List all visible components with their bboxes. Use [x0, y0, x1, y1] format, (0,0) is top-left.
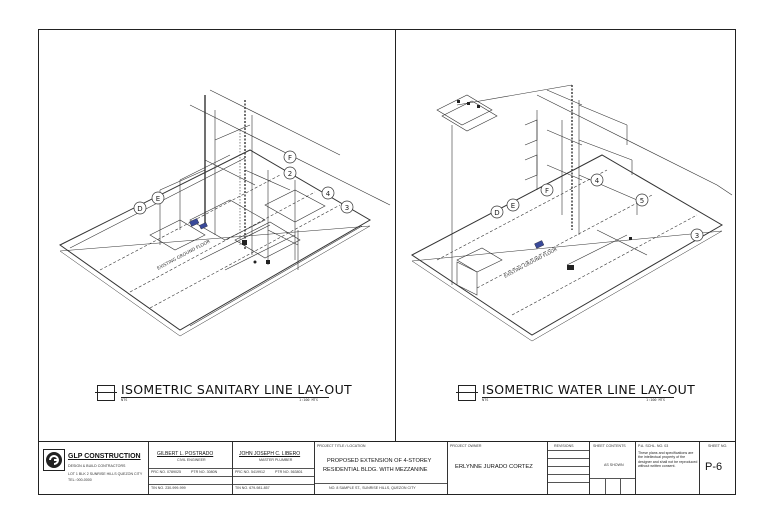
tin-label: TIN NO.: [151, 486, 165, 490]
company-cell: GLP CONSTRUCTION DESIGN & BUILD CONTRACT…: [38, 442, 149, 494]
company-logo-icon: [43, 449, 65, 471]
prc-label: PRC NO.: [151, 470, 166, 474]
project-location: NO. 8 SAMPLE ST., SUNRISE HILLS, QUEZON …: [329, 486, 416, 490]
grid-label-2: 2: [288, 170, 292, 178]
grid-label-d: D: [137, 205, 142, 213]
ptr-value: 563801: [290, 470, 303, 474]
owner-label: PROJECT OWNER: [450, 444, 482, 448]
engineer-2-cell: JOHN JOSEPH C. LIBERO MASTER PLUMBER PRC…: [233, 442, 315, 494]
scale-right: 1:100 MTS: [299, 398, 318, 402]
tin-label: TIN NO.: [235, 486, 249, 490]
sheet-no-label: SHEET NO.: [708, 444, 728, 448]
water-title: ISOMETRIC WATER LINE LAY-OUT: [482, 382, 696, 397]
grid-label-e: E: [511, 202, 515, 210]
scale-left: NTS: [121, 398, 128, 402]
tin-value: 230-999-999: [165, 486, 186, 490]
grid-label-4: 4: [326, 190, 331, 198]
prc-value: 0789025: [166, 470, 181, 474]
sheet-number-cell: SHEET NO. P-6: [700, 442, 736, 494]
sanitary-caption: ISOMETRIC SANITARY LINE LAY-OUT NTS 1:10…: [95, 382, 352, 402]
engineer-2-name: JOHN JOSEPH C. LIBERO: [239, 451, 301, 457]
ptr-label: PTR NO.: [275, 470, 290, 474]
project-title-cell: PROJECT TITLE / LOCATION PROPOSED EXTENS…: [315, 442, 448, 494]
section-symbol-icon: [456, 383, 478, 401]
owner-name: ERLYNNE JURADO CORTEZ: [455, 464, 533, 470]
notes-label: P.A. SCHL. NO. 03: [638, 444, 669, 448]
grid-label-4: 4: [595, 177, 600, 185]
revisions-cell: REVISIONS: [548, 442, 590, 494]
owner-cell: PROJECT OWNER ERLYNNE JURADO CORTEZ: [448, 442, 548, 494]
sanitary-title: ISOMETRIC SANITARY LINE LAY-OUT: [121, 382, 352, 397]
notes-text: These plans and specifications are the i…: [638, 451, 698, 468]
tin-value: 679-981-857: [249, 486, 270, 490]
engineer-1-cell: GILBERT L. POSTRADO CIVIL ENGINEER PRC N…: [149, 442, 233, 494]
engineer-1-name: GILBERT L. POSTRADO: [157, 451, 214, 457]
prc-label: PRC NO.: [235, 470, 250, 474]
section-symbol-icon: [95, 383, 117, 401]
project-title-line2: RESIDENTIAL BLDG. WITH MEZZANINE: [323, 467, 428, 473]
grid-label-3: 3: [345, 204, 349, 212]
ptr-label: PTR NO.: [191, 470, 206, 474]
prc-value: 5419912: [250, 470, 265, 474]
engineer-1-role: CIVIL ENGINEER: [177, 458, 206, 462]
company-tagline: DESIGN & BUILD CONTRACTORS: [68, 464, 126, 468]
revisions-label: REVISIONS: [554, 444, 574, 448]
project-title-line1: PROPOSED EXTENSION OF 4-STOREY: [327, 458, 432, 464]
grid-label-f: F: [545, 187, 549, 195]
scale-left: NTS: [482, 398, 489, 402]
grid-label-f: F: [288, 154, 292, 162]
sheet-contents-label: SHEET CONTENTS: [593, 444, 626, 448]
sheet-divider: [395, 29, 396, 441]
grid-label-5: 5: [640, 197, 644, 205]
water-caption: ISOMETRIC WATER LINE LAY-OUT NTS 1:100 M…: [456, 382, 696, 402]
sheet-contents-value: AS SHOWN: [604, 463, 624, 467]
company-contact: TEL: 000-0000: [68, 478, 92, 482]
engineer-2-role: MASTER PLUMBER: [259, 458, 293, 462]
company-address: LOT 1 BLK 2 SUNRISE HILLS QUEZON CITY: [68, 472, 143, 476]
drawing-sheet-border: [38, 29, 736, 495]
grid-label-3: 3: [695, 232, 699, 240]
sheet-contents-cell: SHEET CONTENTS AS SHOWN: [590, 442, 636, 494]
ptr-value: 3080N: [206, 470, 218, 474]
water-isometric-drawing: D E F 4 5 3 EXISTING GROUND FLOOR: [397, 30, 735, 440]
title-block: GLP CONSTRUCTION DESIGN & BUILD CONTRACT…: [38, 441, 736, 495]
project-title-label: PROJECT TITLE / LOCATION: [317, 444, 366, 448]
scale-right: 1:100 MTS: [646, 398, 665, 402]
grid-label-e: E: [156, 195, 160, 203]
sheet-number: P-6: [705, 461, 723, 473]
notes-cell: P.A. SCHL. NO. 03 These plans and specif…: [636, 442, 700, 494]
grid-label-d: D: [494, 209, 499, 217]
company-name: GLP CONSTRUCTION: [68, 453, 141, 460]
sanitary-isometric-drawing: D E F 4 3 2 EXISTING GROUND FLOOR: [40, 30, 394, 440]
